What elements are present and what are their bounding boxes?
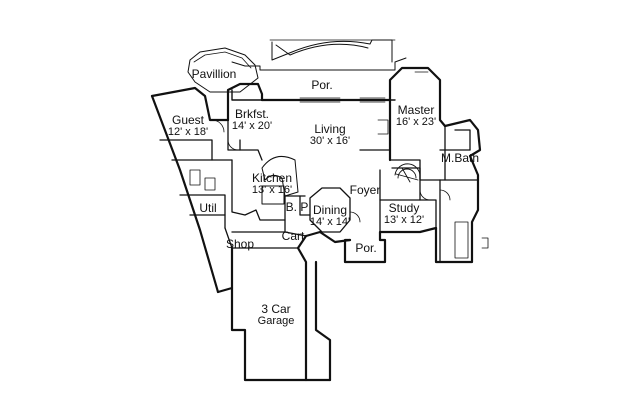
room-label-living: Living bbox=[314, 122, 345, 136]
room-dims-living: 30' x 16' bbox=[310, 135, 350, 147]
room-dims-study: 13' x 12' bbox=[384, 214, 424, 226]
room-dims-guest: 12' x 18' bbox=[168, 126, 208, 138]
patio-railing bbox=[269, 39, 396, 63]
room-label-kitchen: Kitchen bbox=[252, 171, 292, 185]
room-dims-dining: 14' x 14' bbox=[310, 216, 350, 228]
room-dims-master: 16' x 23' bbox=[396, 116, 436, 128]
room-dims-garage: Garage bbox=[258, 315, 295, 327]
room-label-foyer: Foyer bbox=[350, 183, 381, 197]
room-label-porch-top: Por. bbox=[311, 78, 332, 92]
interior-walls bbox=[159, 119, 479, 263]
window-details bbox=[189, 71, 489, 259]
room-label-master: Master bbox=[398, 103, 435, 117]
room-dims-breakfast: 14' x 20' bbox=[232, 120, 272, 132]
room-label-cart: Cart bbox=[282, 229, 305, 243]
stair bbox=[394, 163, 421, 183]
room-label-porch-front: Por. bbox=[355, 241, 376, 255]
door-swings bbox=[211, 119, 451, 223]
room-label-bp: B. P bbox=[286, 200, 309, 214]
room-dims-kitchen: 13' x 16' bbox=[252, 184, 292, 196]
exterior-walls bbox=[150, 66, 482, 382]
room-label-dining: Dining bbox=[313, 203, 347, 217]
room-label-shop: Shop bbox=[226, 237, 254, 251]
pavillion-wall bbox=[187, 47, 259, 93]
room-label-util: Util bbox=[199, 201, 216, 215]
room-label-study: Study bbox=[389, 201, 420, 215]
room-label-guest: Guest bbox=[172, 113, 205, 127]
kitchen-island bbox=[261, 155, 299, 205]
room-label-garage: 3 Car bbox=[261, 302, 290, 316]
room-label-master-bath: M.Bath bbox=[441, 151, 479, 165]
room-label-breakfast: Brkfst. bbox=[235, 107, 269, 121]
room-label-pavillion: Pavillion bbox=[192, 67, 237, 81]
